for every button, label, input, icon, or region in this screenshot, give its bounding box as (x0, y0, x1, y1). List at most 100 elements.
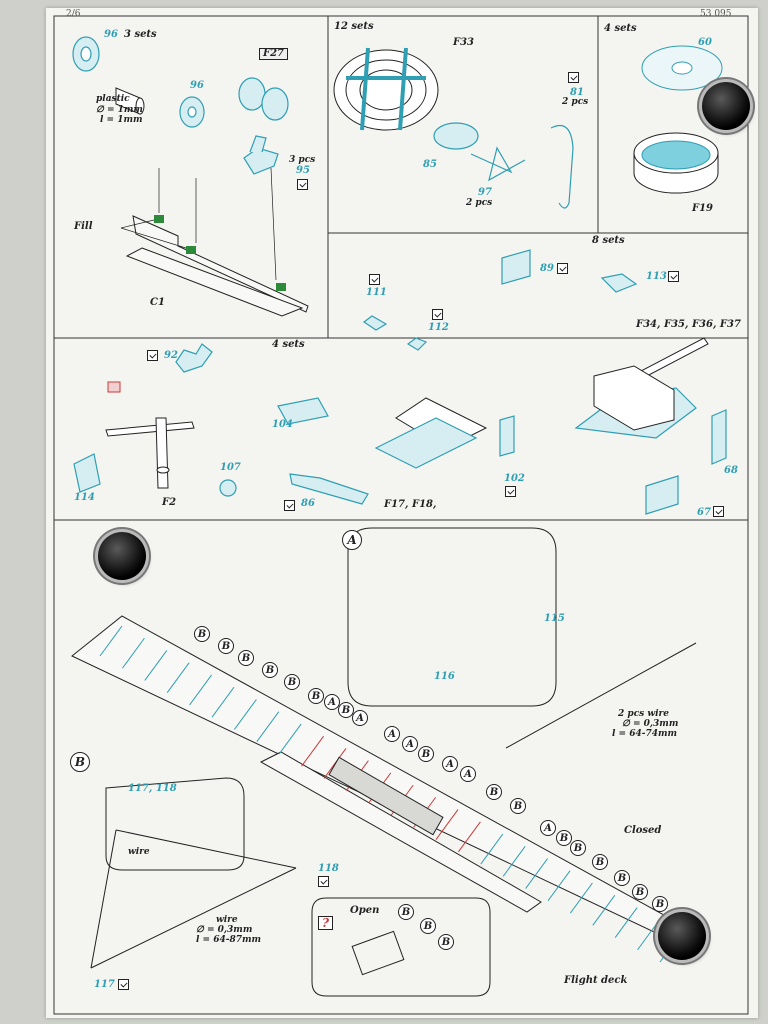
label-85: 85 (423, 159, 437, 170)
deck-grid-line (525, 858, 549, 889)
label-117: 117 (94, 979, 115, 990)
page-number: 2/6 (66, 9, 81, 19)
label-open: Open (350, 905, 380, 916)
deck-grid-line (211, 686, 235, 718)
checkbox-95[interactable] (297, 179, 308, 190)
deck-section-marker: A (384, 726, 400, 742)
deck-grid-line (569, 882, 593, 914)
magnet (98, 532, 146, 580)
deck-section-marker: A (442, 756, 458, 772)
deck-section-marker: A (540, 820, 556, 836)
label-wire-b: wire (128, 847, 150, 857)
label-flight-deck: Flight deck (564, 975, 628, 986)
deck-section-marker: A (352, 710, 368, 726)
deck-section-marker: B (614, 870, 630, 886)
label-112: 112 (428, 322, 449, 333)
label-3-pcs: 3 pcs (289, 155, 316, 165)
deck-grid-line (99, 625, 123, 657)
deck-section-marker: B (652, 896, 668, 912)
label-117-118: 117, 118 (128, 783, 177, 794)
checkbox-89[interactable] (557, 263, 568, 274)
label-95: 95 (296, 165, 310, 176)
section-b-marker: B (70, 752, 90, 772)
label-60: 60 (698, 37, 712, 48)
open-section-marker: B (420, 918, 436, 934)
checkbox-118[interactable] (318, 876, 329, 887)
product-code: 53 095 (700, 9, 732, 19)
deck-grid-line (144, 650, 168, 681)
deck-section-marker: B (632, 884, 648, 900)
open-section-marker: B (438, 934, 454, 950)
label-wire-qty: 2 pcs wire (618, 709, 670, 719)
label-86: 86 (301, 498, 315, 509)
label-114: 114 (74, 492, 95, 503)
checkbox-86[interactable] (284, 500, 295, 511)
label-4-sets-b: 4 sets (272, 339, 305, 350)
checkbox-81[interactable] (568, 72, 579, 83)
label-113: 113 (646, 271, 667, 282)
label-4-sets-a: 4 sets (604, 23, 637, 34)
label-f33: F33 (453, 37, 475, 48)
label-2-pcs-81: 2 pcs (562, 97, 589, 107)
label-f2: F2 (162, 497, 177, 508)
deck-section-marker: B (218, 638, 234, 654)
label-wire-2-length: l = 64-87mm (196, 935, 262, 945)
label-3-sets-a: 3 sets (124, 29, 157, 40)
deck-section-marker: B (592, 854, 608, 870)
label-fill: Fill (74, 221, 93, 232)
label-8-sets: 8 sets (592, 235, 625, 246)
open-section-marker: B (398, 904, 414, 920)
deck-grid-line (189, 674, 213, 706)
deck-section-marker: B (418, 746, 434, 762)
deck-section-marker: B (308, 688, 324, 704)
deck-grid-line (166, 662, 190, 694)
label-12-sets: 12 sets (334, 21, 374, 32)
label-f34-f37: F34, F35, F36, F37 (636, 319, 741, 330)
label-f17-f18: F17, F18, (384, 499, 437, 510)
deck-grid-line (278, 723, 302, 755)
label-closed: Closed (624, 825, 662, 836)
deck-section-marker: B (338, 702, 354, 718)
deck-grid-line (637, 919, 661, 951)
label-2-pcs-97: 2 pcs (466, 198, 493, 208)
label-89: 89 (540, 263, 554, 274)
deck-section-marker: A (460, 766, 476, 782)
label-dim-1: ∅ = 1mm (96, 105, 143, 115)
ref-f27: F27 (259, 48, 289, 60)
deck-grid-line (435, 809, 459, 840)
label-f19: F19 (692, 203, 714, 214)
checkbox-113[interactable] (668, 271, 679, 282)
label-wire-2-diameter: ∅ = 0,3mm (196, 925, 253, 935)
deck-grid-line (233, 699, 257, 730)
deck-section-marker: A (402, 736, 418, 752)
deck-section-marker: B (556, 830, 572, 846)
deck-grid-line (480, 833, 504, 865)
checkbox-111[interactable] (369, 274, 380, 285)
label-115: 115 (544, 613, 565, 624)
deck-grid-line (301, 735, 325, 767)
checkbox-117[interactable] (118, 979, 129, 990)
label-111: 111 (366, 287, 387, 298)
label-107: 107 (220, 462, 241, 473)
deck-section-marker: B (284, 674, 300, 690)
label-96-b: 96 (190, 80, 204, 91)
label-c1: C1 (150, 297, 165, 308)
deck-grid-line (121, 637, 145, 669)
checkbox-112[interactable] (432, 309, 443, 320)
deck-grid-line (547, 870, 571, 902)
label-92: 92 (164, 350, 178, 361)
label-118: 118 (318, 863, 339, 874)
label-102: 102 (504, 473, 525, 484)
checkbox-92[interactable] (147, 350, 158, 361)
deck-section-marker: B (510, 798, 526, 814)
deck-section-marker: B (486, 784, 502, 800)
deck-section-marker: B (238, 650, 254, 666)
label-96-a: 96 (104, 29, 118, 40)
checkbox-67[interactable] (713, 506, 724, 517)
label-dim-2: l = 1mm (100, 115, 143, 125)
label-104: 104 (272, 419, 293, 430)
deck-grid-line (614, 907, 638, 938)
deck-grid-line (457, 821, 481, 853)
deck-section-marker: A (324, 694, 340, 710)
checkbox-102[interactable] (505, 486, 516, 497)
